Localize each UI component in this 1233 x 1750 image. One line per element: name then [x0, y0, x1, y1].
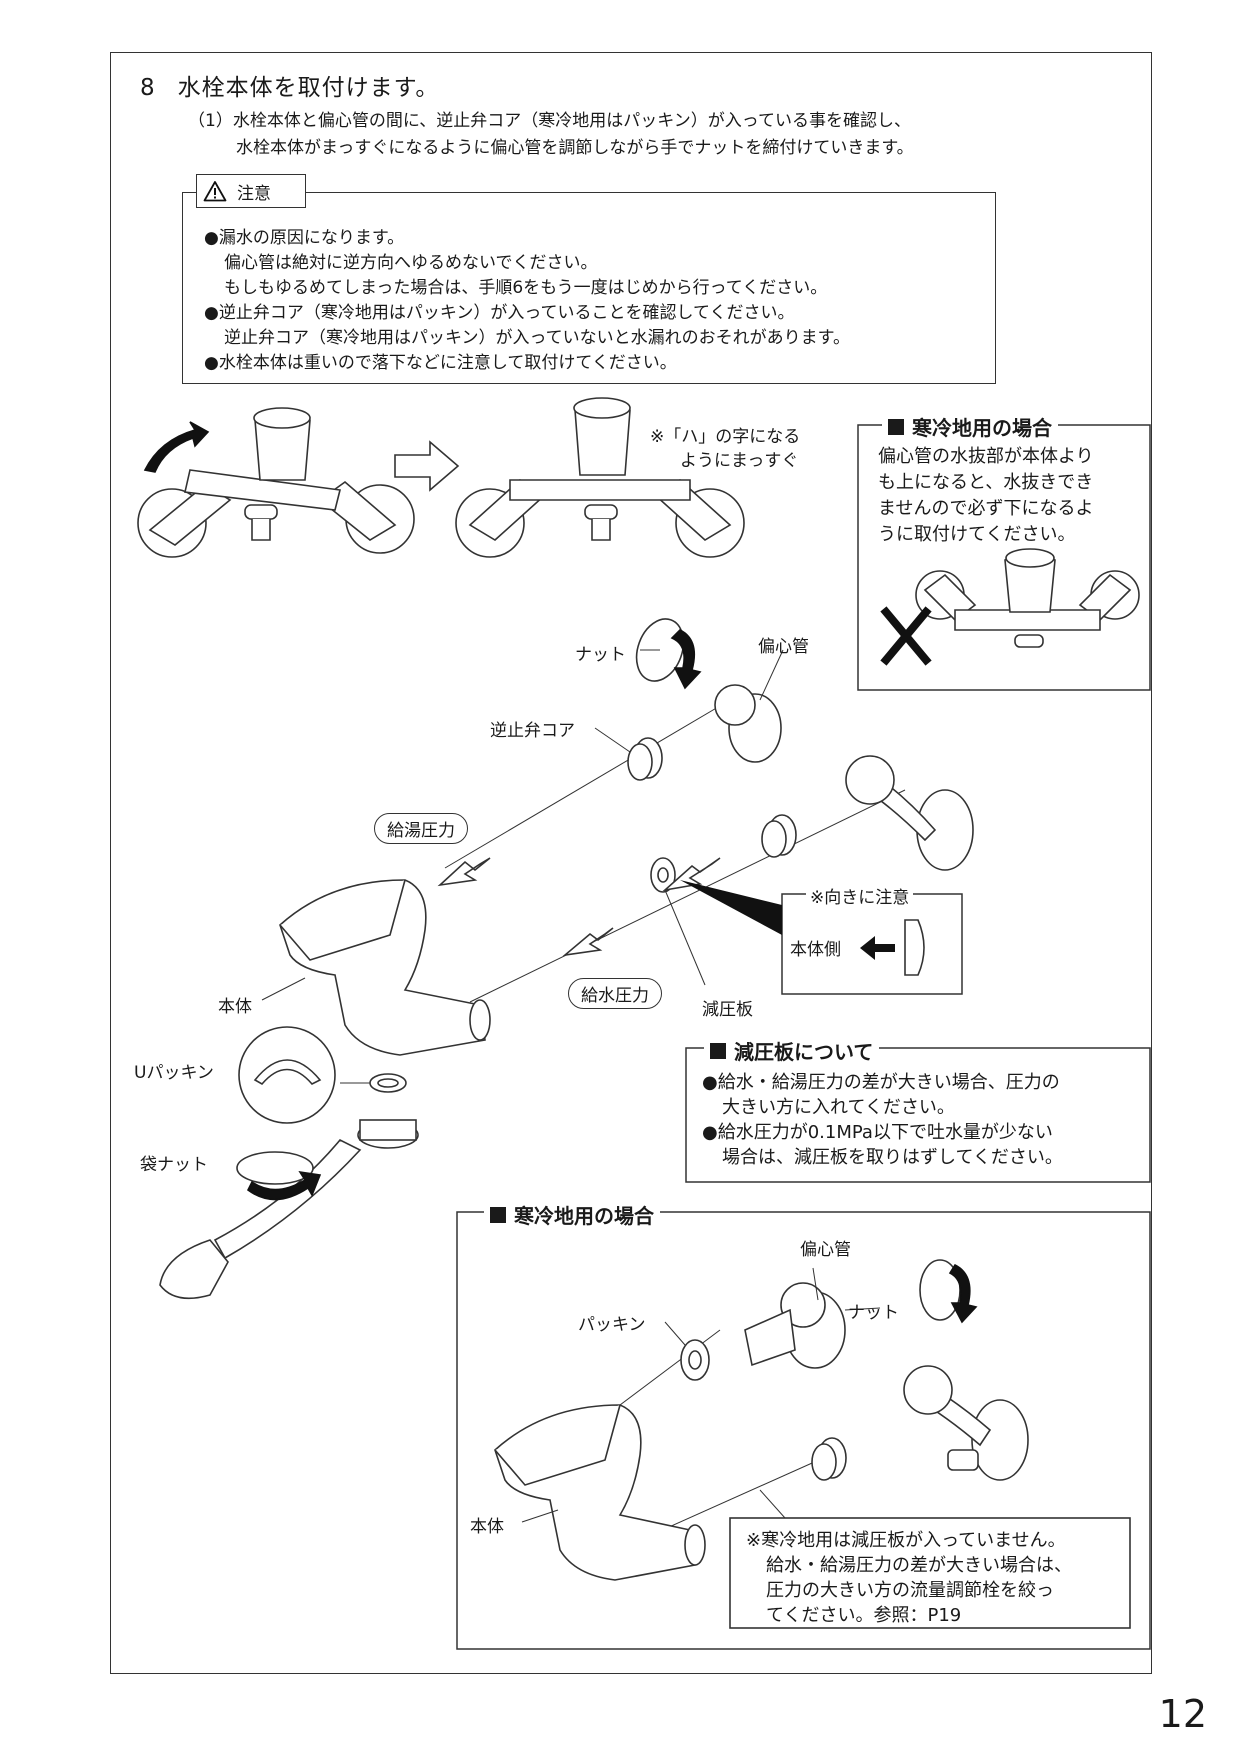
step-title: 水栓本体を取付けます。 [177, 75, 440, 101]
reducer-plate-illustration [650, 857, 676, 893]
faucet-straight-illustration [455, 397, 745, 558]
label-u-packing: Uパッキン [134, 1063, 214, 1083]
label-nut: ナット [575, 645, 626, 665]
reducer-box-line: 場合は、減圧板を取りはずしてください。 [722, 1147, 1063, 1168]
eccentric-pipe-illustration [903, 1365, 1029, 1481]
cold-region-top-title: 寒冷地用の場合 [882, 412, 1058, 441]
label-bag-nut: 袋ナット [140, 1155, 208, 1175]
caution-body: ●漏水の原因になります。 偏心管は絶対に逆方向へゆるめないでください。 もしもゆ… [204, 226, 850, 376]
label-nut: ナット [848, 1303, 899, 1323]
eccentric-pipe-illustration [714, 684, 782, 763]
check-valve-core-illustration [627, 737, 663, 781]
caution-line: 逆止弁コア（寒冷地用はパッキン）が入っていないと水漏れのおそれがあります。 [224, 328, 850, 348]
step-number: 8 [140, 75, 156, 101]
label-body: 本体 [218, 997, 252, 1017]
label-eccentric-pipe: 偏心管 [800, 1240, 851, 1260]
pointer-wedge [680, 880, 782, 935]
reducer-box-line: 大きい方に入れてください。 [722, 1097, 955, 1118]
arrow-left-icon [860, 936, 895, 960]
straight-note-line-2: ようにまっすぐ [680, 451, 799, 471]
faucet-body-illustration [494, 1404, 706, 1581]
spout-illustration [159, 1119, 419, 1300]
caution-box [182, 192, 996, 384]
x-mark-icon [880, 606, 932, 666]
hollow-arrow-icon [662, 857, 721, 892]
cold-region-note: ※寒冷地用は減圧板が入っていません。 給水・給湯圧力の差が大きい場合は、 圧力の… [746, 1528, 1072, 1628]
u-packing-inset [238, 1026, 336, 1124]
reducer-box-text: ●給水・給湯圧力の差が大きい場合、圧力の 大きい方に入れてください。 ●給水圧力… [702, 1070, 1063, 1170]
cold-region-bottom-title: 寒冷地用の場合 [484, 1200, 660, 1229]
rotate-arrow-icon [143, 421, 210, 473]
cold-region-bottom-title-text: 寒冷地用の場合 [514, 1204, 654, 1228]
caution-line: 偏心管は絶対に逆方向へゆるめないでください。 [224, 253, 598, 273]
cold-region-top-line: も上になると、水抜きでき [878, 472, 1094, 493]
cold-region-note-line: 圧力の大きい方の流量調節栓を絞っ [766, 1580, 1054, 1601]
hollow-arrow-icon [394, 440, 460, 492]
check-valve-core-illustration [811, 1437, 847, 1481]
rotate-arrow-icon [948, 1263, 978, 1324]
page-number: 12 [1158, 1692, 1207, 1736]
check-valve-core-illustration [761, 814, 797, 858]
caution-label: 注意 [237, 183, 271, 204]
reducer-box-line: ●給水圧力が0.1MPa以下で吐水量が少ない [702, 1122, 1053, 1143]
cold-region-note-box [729, 1517, 1131, 1629]
reducer-box-title-text: 減圧板について [734, 1040, 874, 1064]
rotate-arrow-icon [246, 1170, 322, 1201]
eccentric-pipe-illustration [744, 1282, 846, 1369]
caution-line: ●水栓本体は重いので落下などに注意して取付けてください。 [204, 353, 677, 373]
hollow-arrow-icon [562, 927, 614, 957]
cold-region-note-line: ※寒冷地用は減圧板が入っていません。 [746, 1530, 1066, 1551]
cold-region-note-line: てください。参照：P19 [766, 1605, 962, 1626]
warning-icon [203, 181, 227, 202]
label-body: 本体 [470, 1517, 504, 1537]
reducer-box-title: 減圧板について [704, 1036, 880, 1065]
label-hot-pressure: 給湯圧力 [374, 813, 468, 844]
rotate-arrow-icon [670, 629, 702, 690]
label-cold-pressure: 給水圧力 [568, 978, 662, 1009]
square-bullet-icon [888, 418, 904, 435]
cold-region-note-line: 給水・給湯圧力の差が大きい場合は、 [766, 1555, 1072, 1576]
cold-region-top-line: うに取付けてください。 [878, 524, 1076, 545]
instruction-line-1: （1）水栓本体と偏心管の間に、逆止弁コア（寒冷地用はパッキン）が入っている事を確… [188, 111, 911, 131]
caution-tab: 注意 [196, 174, 306, 208]
label-eccentric-pipe: 偏心管 [758, 637, 809, 657]
square-bullet-icon [490, 1206, 506, 1223]
page-frame [110, 52, 1152, 1674]
step-heading: 8 水栓本体を取付けます。 [140, 68, 439, 102]
caution-line: ●漏水の原因になります。 [204, 228, 405, 248]
caution-line: ●逆止弁コア（寒冷地用はパッキン）が入っていることを確認してください。 [204, 303, 795, 323]
square-bullet-icon [710, 1042, 726, 1059]
bag-nut-illustration [236, 1151, 314, 1185]
reducer-plate-side-view [904, 919, 925, 976]
instruction-line-2: 水栓本体がまっすぐになるように偏心管を調節しながら手でナットを締付けていきます。 [236, 138, 914, 158]
reducer-box [685, 1047, 1151, 1183]
cold-region-top-text: 偏心管の水抜部が本体より も上になると、水抜きでき ませんので必ず下になるよ う… [878, 444, 1094, 548]
label-body-side: 本体側 [790, 940, 841, 960]
instruction: （1）水栓本体と偏心管の間に、逆止弁コア（寒冷地用はパッキン）が入っている事を確… [188, 108, 914, 162]
label-direction-note: ※向きに注意 [806, 883, 914, 908]
hollow-arrow-icon [437, 857, 491, 887]
eccentric-pipe-illustration [845, 755, 974, 871]
packing-illustration [680, 1339, 710, 1381]
straight-note-line-1: ※「ハ」の字になる [650, 427, 801, 447]
faucet-wrong-illustration [915, 548, 1140, 648]
caution-line: もしもゆるめてしまった場合は、手順6をもう一度はじめから行ってください。 [224, 278, 828, 298]
faucet-body-illustration [279, 879, 491, 1056]
faucet-tilted-illustration [137, 407, 415, 558]
label-check-valve-core: 逆止弁コア [490, 721, 575, 741]
label-packing: パッキン [578, 1315, 646, 1335]
reducer-box-line: ●給水・給湯圧力の差が大きい場合、圧力の [702, 1072, 1060, 1093]
cold-region-bottom-box [456, 1211, 1151, 1650]
cold-region-top-line: 偏心管の水抜部が本体より [878, 446, 1094, 467]
cold-region-top-line: ませんので必ず下になるよ [878, 498, 1094, 519]
leader-lines [261, 649, 881, 1523]
label-reducer-plate: 減圧板 [702, 1000, 753, 1020]
cold-region-top-title-text: 寒冷地用の場合 [912, 416, 1052, 440]
